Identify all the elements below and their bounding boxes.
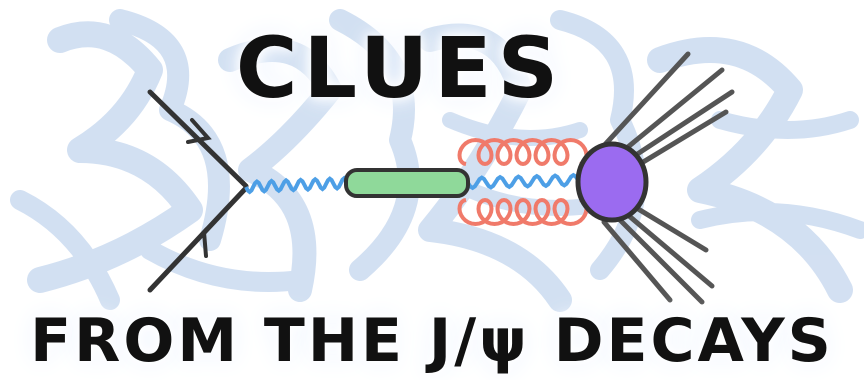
propagator-bar	[346, 170, 468, 196]
interaction-blob	[578, 144, 646, 220]
subtitle: FROM THE J/ψ DECAYS	[0, 305, 864, 377]
main-title: CLUES	[0, 18, 800, 118]
photon-line-right	[468, 175, 578, 188]
